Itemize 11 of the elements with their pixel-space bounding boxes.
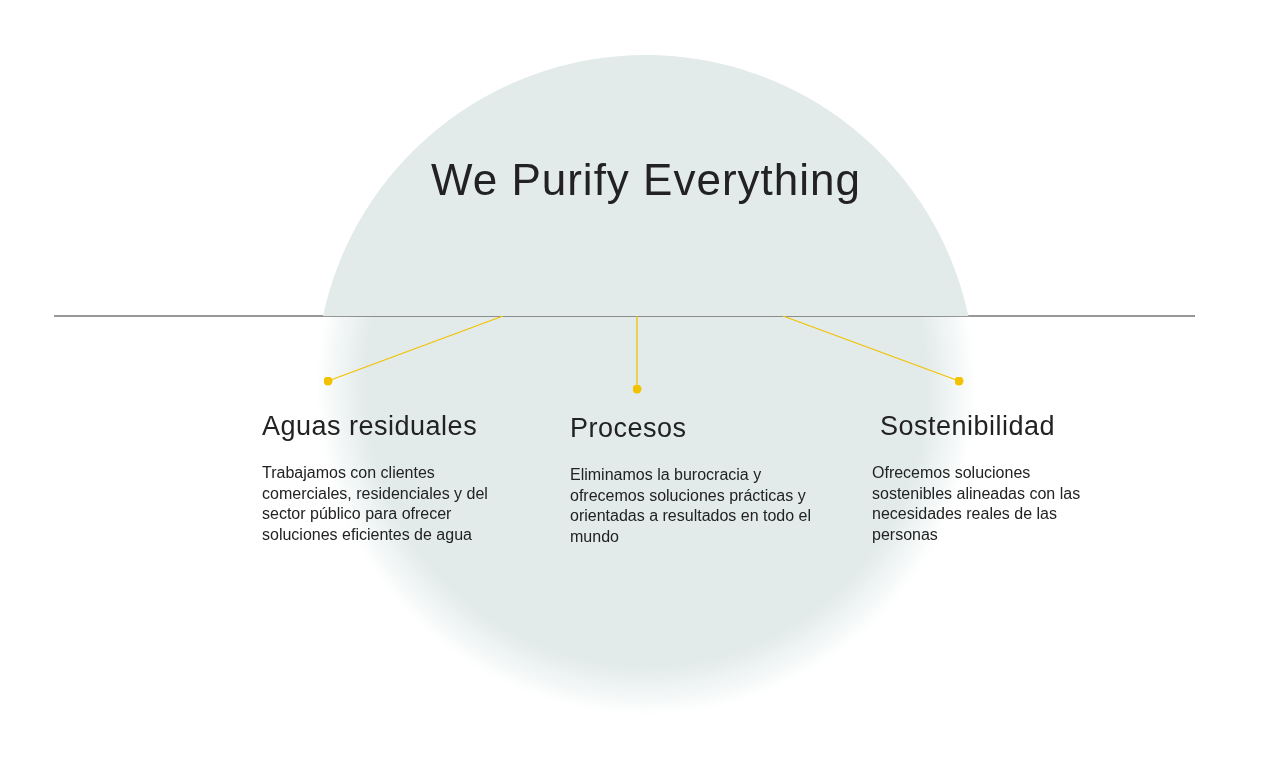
- description-text: Trabajamos con clientes comerciales, residenciales y del sector público para ofrecer soluciones eficientes de agua: [262, 463, 489, 545]
- heading: Procesos: [570, 412, 687, 445]
- circle-segment: [323, 55, 969, 316]
- description-text: Ofrecemos soluciones sostenibles alineadas con las necesidades reales de las personas: [872, 463, 1082, 545]
- heading: Aguas residuales: [262, 410, 478, 443]
- heading: Sostenibilidad: [880, 410, 1056, 443]
- leader-line: [323, 315, 504, 386]
- leader-line: [632, 315, 642, 394]
- description-text: Eliminamos la burocracia y ofrecemos soluciones prácticas y orientadas a resultados en todo el mundo: [570, 465, 813, 547]
- title-text: We Purify Everything: [429, 154, 862, 206]
- leader-line: [782, 315, 964, 386]
